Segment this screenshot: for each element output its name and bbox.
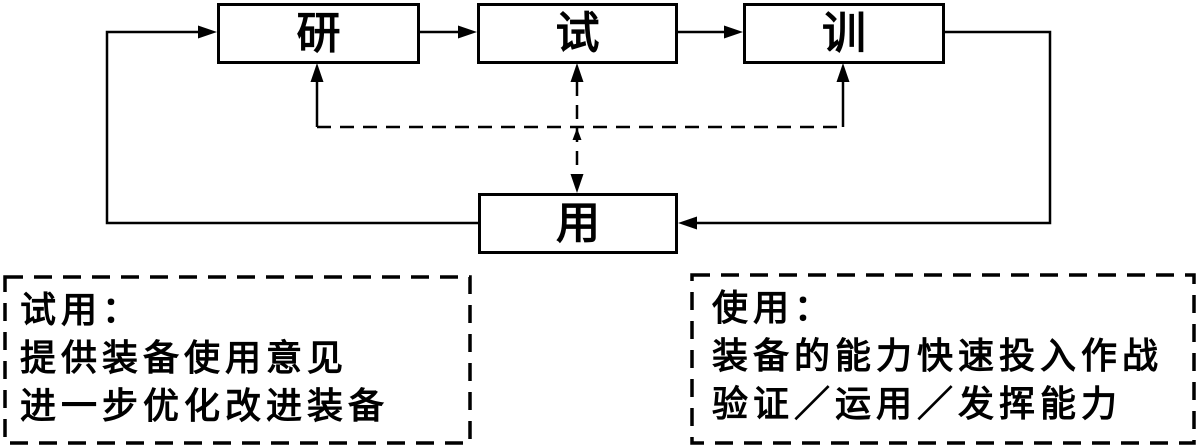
arrow-train-to-use-loop [678, 30, 1052, 230]
node-test: 试 [477, 3, 678, 64]
trial-note-line: 进一步优化改进装备 [20, 386, 390, 427]
node-train: 训 [743, 3, 945, 64]
arrow-use-to-research-loop [105, 25, 478, 225]
trial-note-border [3, 275, 472, 445]
feedback-arrow-to-train [836, 63, 850, 127]
arrow-test-to-train [678, 25, 743, 39]
usage-note-border [690, 273, 1196, 445]
feedback-arrow-to-research [310, 63, 324, 127]
usage-note-line: 验证／运用／发挥能力 [712, 384, 1123, 425]
trial-note: 试用： 提供装备使用意见 进一步优化改进装备 [20, 287, 389, 431]
usage-note: 使用： 装备的能力快速投入作战 验证／运用／发挥能力 [712, 285, 1163, 429]
trial-note-line: 提供装备使用意见 [20, 338, 349, 379]
usage-note-line: 装备的能力快速投入作战 [712, 336, 1164, 377]
node-research: 研 [217, 3, 420, 64]
trial-note-title: 试用： [20, 290, 144, 331]
node-test-label: 试 [555, 7, 600, 59]
node-use: 用 [478, 193, 678, 254]
node-use-label: 用 [556, 197, 600, 249]
dashed-double-arrow-test-use [570, 63, 584, 193]
usage-note-title: 使用： [712, 288, 836, 329]
arrow-research-to-test [420, 25, 477, 39]
node-train-label: 训 [822, 7, 866, 59]
node-research-label: 研 [296, 7, 341, 59]
